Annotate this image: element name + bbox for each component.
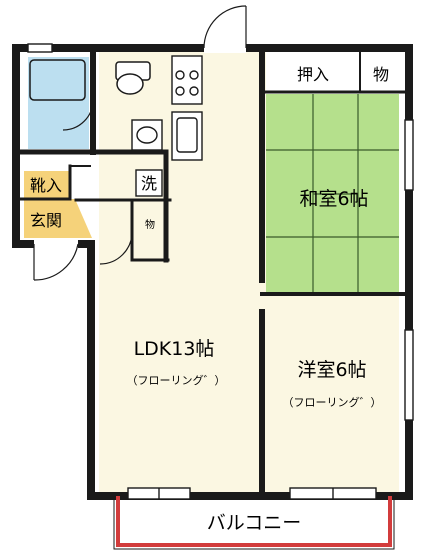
bathtub-icon — [29, 59, 86, 101]
balcony — [113, 496, 395, 550]
ldk-floor-label: （フローリング゛） — [127, 373, 226, 387]
tatami-lines — [266, 94, 399, 294]
balcony-label: バルコニー — [207, 512, 302, 534]
genkan-floor — [24, 199, 92, 238]
washer-icon — [135, 169, 163, 197]
genkan-label: 玄関 — [30, 211, 62, 230]
youshitsu-floor — [266, 294, 399, 492]
toilet-icon — [115, 61, 151, 95]
kutsuire-label: 靴入 — [30, 176, 62, 195]
windows — [27, 43, 414, 500]
mono-small-label: 物 — [145, 218, 155, 231]
oshiire-label-2: 物 — [373, 65, 389, 84]
youshitsu-label: 洋室6帖 — [297, 359, 366, 381]
sink-icon — [171, 111, 203, 161]
doors — [33, 5, 247, 281]
stove-icon — [171, 55, 203, 105]
youshitsu-floor-label: （フローリング゛） — [283, 395, 382, 409]
washitsu-label: 和室6帖 — [299, 188, 368, 210]
washbasin-icon — [131, 119, 163, 151]
kutsuire-floor — [24, 171, 69, 199]
sentaku-label: 洗 — [141, 174, 157, 193]
ldk-label: LDK13帖 — [134, 338, 215, 360]
oshiire-label-1: 押入 — [297, 65, 329, 84]
oshiire-area — [266, 54, 399, 94]
